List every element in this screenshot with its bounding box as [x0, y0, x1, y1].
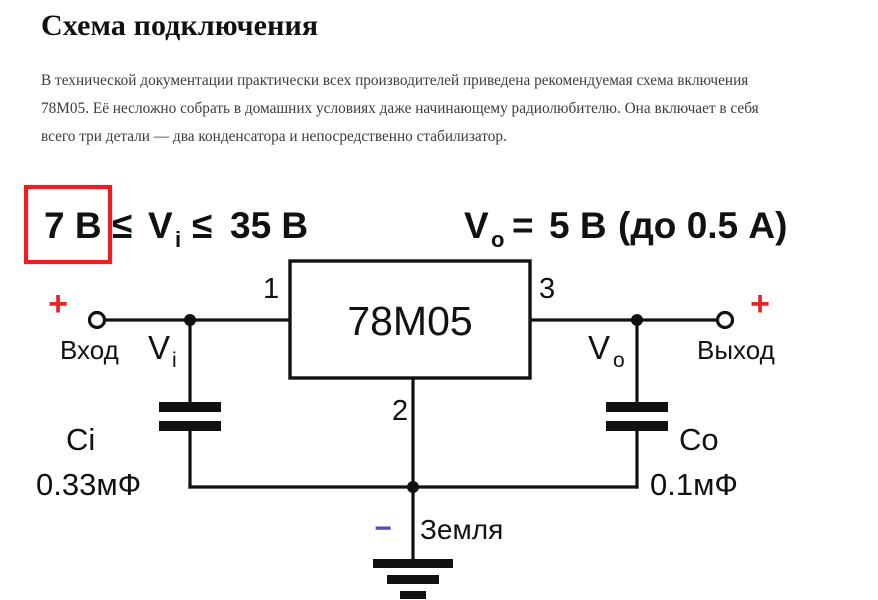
output-junction-dot — [631, 314, 643, 326]
highlight-box-input-min-voltage — [23, 184, 113, 265]
input-upper-inequality-icon: ≤ — [192, 205, 212, 246]
ground-bar-3-icon — [400, 591, 426, 599]
input-terminal-ring-icon — [87, 310, 107, 330]
input-lower-inequality-icon: ≤ — [112, 205, 132, 246]
co-plate-bottom-icon — [606, 421, 668, 431]
co-plate-top-icon — [606, 402, 668, 412]
output-voltage-symbol-subscript: o — [491, 227, 504, 252]
output-terminal-label: Выход — [697, 335, 775, 365]
ic-body-78m05 — [288, 259, 532, 380]
input-min-voltage-label: 7 В — [44, 205, 102, 246]
output-polarity-plus-icon: + — [750, 285, 770, 323]
input-voltage-symbol: V — [148, 205, 173, 246]
output-node-voltage-symbol: V — [588, 329, 610, 366]
ground-label: Земля — [420, 514, 503, 545]
output-node-voltage-subscript: o — [613, 349, 625, 372]
output-voltage-symbol: V — [464, 205, 489, 246]
ci-plate-bottom-icon — [159, 421, 221, 431]
co-name-label: Co — [679, 422, 719, 457]
co-value-label: 0.1мФ — [650, 467, 738, 502]
ground-bar-2-icon — [387, 575, 439, 584]
ic-pin-1-number: 1 — [263, 273, 279, 305]
page-title: Схема подключения — [41, 9, 319, 42]
input-node-voltage-subscript: i — [172, 349, 177, 372]
output-terminal-ring-icon — [715, 310, 735, 330]
ic-pin-2-number: 2 — [392, 395, 408, 427]
ic-pin-3-number: 3 — [539, 273, 555, 305]
input-max-voltage-label: 35 В — [230, 205, 308, 246]
ci-name-label: Ci — [66, 422, 95, 457]
ground-polarity-minus-icon: − — [374, 512, 392, 545]
article-paragraph: В технической документации практически в… — [41, 72, 759, 145]
input-polarity-plus-icon: + — [48, 285, 68, 323]
ic-label-78m05: 78M05 — [347, 298, 472, 344]
ground-junction-dot — [407, 481, 419, 493]
output-equals-sign: = — [512, 205, 534, 246]
input-junction-dot — [184, 314, 196, 326]
input-node-voltage-symbol: V — [148, 329, 170, 366]
output-voltage-value: 5 В — [549, 205, 607, 246]
ci-value-label: 0.33мФ — [36, 467, 141, 502]
input-voltage-symbol-subscript: i — [175, 227, 181, 252]
ground-bar-1-icon — [373, 559, 453, 568]
circuit-schematic-figure: 7 В ≤ V i ≤ 35 В V o = 5 В (до 0.5 А) 78… — [0, 175, 878, 600]
input-terminal-label: Вход — [60, 335, 119, 365]
output-current-note: (до 0.5 А) — [618, 205, 787, 246]
article-section: Схема подключения В технической документ… — [41, 0, 801, 151]
ci-plate-top-icon — [159, 402, 221, 412]
